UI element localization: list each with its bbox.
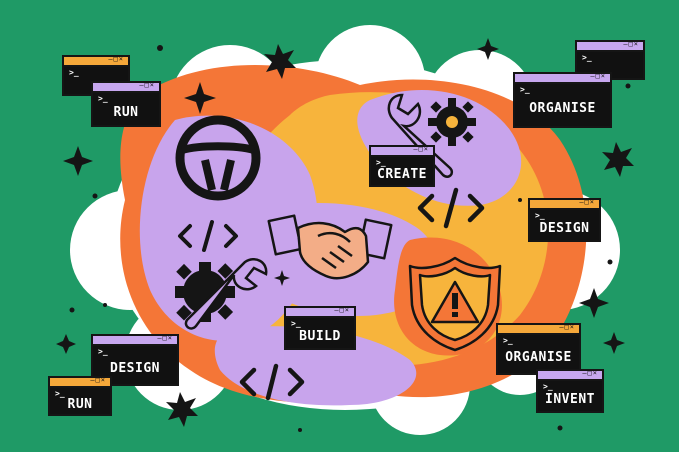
steering-wheel-icon xyxy=(175,115,261,201)
terminal-window-invent: –□× >_INVENT xyxy=(536,369,604,413)
terminal-prompt: >_ xyxy=(291,319,301,328)
terminal-window-create: –□× >_CREATE xyxy=(369,145,435,187)
window-controls: –□× xyxy=(559,323,575,331)
terminal-window-run-top: –□× >_ RUN xyxy=(91,81,161,127)
terminal-prompt: >_ xyxy=(543,382,553,391)
terminal-prompt: >_ xyxy=(520,85,530,94)
terminal-prompt: >_ xyxy=(376,158,386,167)
wrench-icon-left xyxy=(184,257,268,330)
terminal-window-build: –□× >_BUILD xyxy=(284,306,356,350)
terminal-prompt: >_ xyxy=(535,211,545,220)
terminal-prompt: >_ xyxy=(98,347,108,356)
terminal-window-organise-top: –□× >_ ORGANISE xyxy=(513,72,612,128)
window-controls: –□× xyxy=(108,55,124,63)
window-controls: –□× xyxy=(139,81,155,89)
window-label: INVENT xyxy=(545,391,595,407)
window-label: ORGANISE xyxy=(529,100,596,116)
terminal-prompt: >_ xyxy=(582,53,592,62)
warning-shield-icon xyxy=(408,256,502,352)
handshake-icon xyxy=(267,214,393,280)
window-label: BUILD xyxy=(299,328,341,344)
terminal-prompt: >_ xyxy=(98,94,108,103)
window-controls: –□× xyxy=(582,369,598,377)
terminal-window-design-right: –□× >_DESIGN xyxy=(528,198,601,242)
terminal-prompt: >_ xyxy=(55,389,65,398)
window-controls: –□× xyxy=(334,306,350,314)
window-label: ORGANISE xyxy=(505,349,572,365)
window-controls: –□× xyxy=(157,334,173,342)
wrench-icon xyxy=(387,93,454,178)
terminal-prompt: >_ xyxy=(69,68,79,77)
sparkle-icon xyxy=(56,38,634,432)
window-controls: –□× xyxy=(623,40,639,48)
window-label: DESIGN xyxy=(110,360,160,376)
window-controls: –□× xyxy=(579,198,595,206)
window-controls: –□× xyxy=(590,72,606,80)
gear-icon-left xyxy=(175,262,235,322)
purple-blob-bottom xyxy=(214,326,417,406)
gear-icon xyxy=(428,98,476,146)
terminal-prompt: >_ xyxy=(503,336,513,345)
window-controls: –□× xyxy=(90,376,106,384)
window-label: RUN xyxy=(67,396,93,412)
window-label: DESIGN xyxy=(539,220,590,236)
terminal-window-organise-bottom: –□× >_ ORGANISE xyxy=(496,323,581,375)
window-controls: –□× xyxy=(413,145,429,153)
code-brackets-icon xyxy=(178,187,485,401)
window-label: CREATE xyxy=(377,166,427,182)
window-label: RUN xyxy=(113,104,139,120)
terminal-window-run-bottom: –□× >_RUN xyxy=(48,376,112,416)
